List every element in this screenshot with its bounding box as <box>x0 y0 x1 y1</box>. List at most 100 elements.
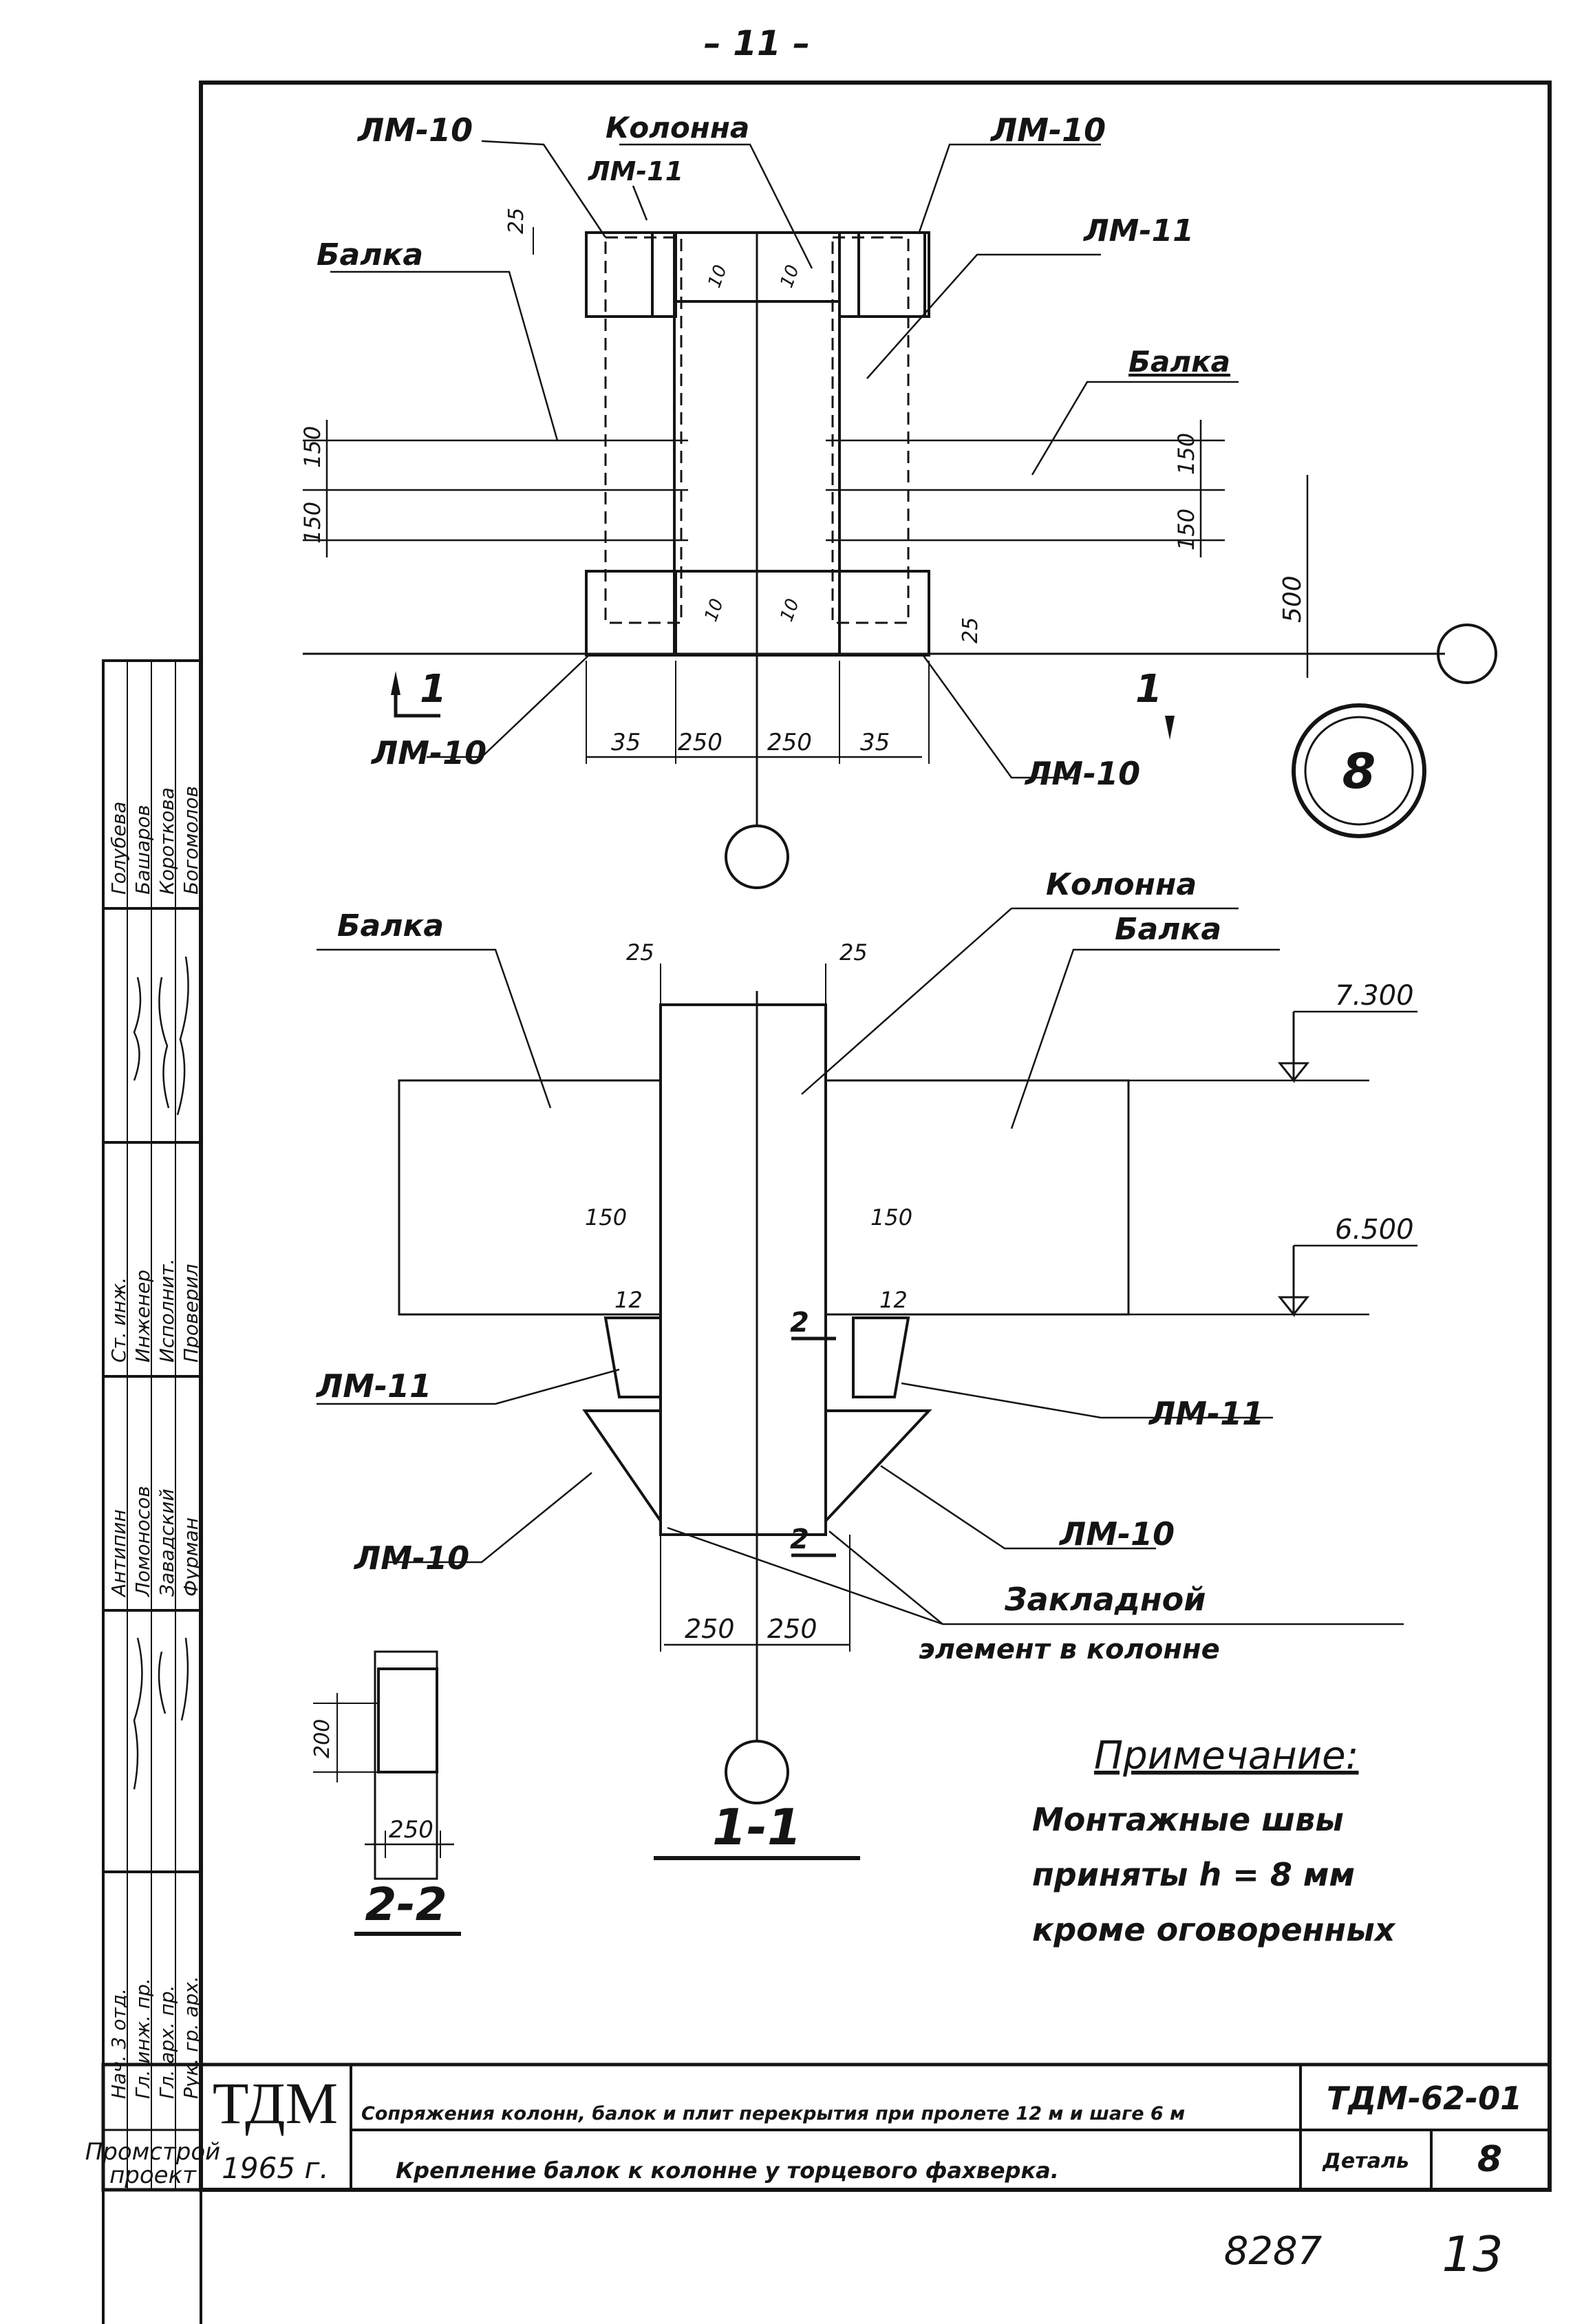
dim-150-left-elev: 150 <box>585 1204 627 1230</box>
dim-35-right: 35 <box>860 729 890 756</box>
section-title-2-2: 2-2 <box>365 1878 447 1931</box>
stamp-role-4: Рук. гр. арх. <box>180 1976 202 2099</box>
dim-25-right-elev: 25 <box>839 939 868 966</box>
dim-150-right-elev: 150 <box>870 1204 912 1230</box>
dim-200-2-2: 200 <box>310 1719 334 1758</box>
stamp-name-8: Богомолов <box>180 786 202 895</box>
weld-10-d: 10 <box>776 596 804 624</box>
cut-mark-2-top: 2 <box>790 1307 809 1339</box>
section-title-1-1: 1-1 <box>712 1798 802 1856</box>
stamp-name-2: Ломоносов <box>131 1486 154 1597</box>
dim-250-left-elev: 250 <box>685 1614 735 1644</box>
axis-bubble-section <box>725 1740 789 1804</box>
note-block: Примечание: Монтажные швы приняты h = 8 … <box>1032 1734 1396 1948</box>
label-column-plan: Колонна <box>606 111 749 145</box>
page-number: – 11 – <box>704 23 810 63</box>
console-lm11-right <box>852 1316 910 1398</box>
plate-lm10-bottom-right <box>838 570 930 657</box>
note-line-3: кроме оговоренных <box>1032 1911 1396 1948</box>
note-title: Примечание: <box>1094 1734 1358 1778</box>
weld-10-a: 10 <box>704 262 731 290</box>
dim-12-right-elev: 12 <box>879 1287 908 1313</box>
detail-label: Деталь <box>1322 2149 1409 2173</box>
console-lm11-left <box>603 1316 662 1398</box>
label-lm11-left-elev: ЛМ-11 <box>315 1367 431 1405</box>
embed-plate-2-2 <box>377 1667 438 1773</box>
stamp-role-1: Нач. 3 отд. <box>107 1988 130 2099</box>
dim-150-d: 150 <box>1173 509 1199 551</box>
stamp-name-1: Антипин <box>107 1509 130 1598</box>
plan-view: 8 ЛМ-10 Колонна ЛМ-11 ЛМ-10 Балка ЛМ-11 … <box>299 111 1497 889</box>
stamp-role-8: Проверил <box>180 1264 202 1363</box>
stamp-name-5: Голубева <box>107 802 130 895</box>
stamp-name-7: Короткова <box>156 787 178 895</box>
label-lm11-right: ЛМ-11 <box>1082 213 1194 248</box>
note-line-1: Монтажные швы <box>1032 1801 1344 1838</box>
section-2-2: 200 250 2-2 <box>310 1650 461 1936</box>
org-name-2: проект <box>109 2162 197 2189</box>
dim-35-left: 35 <box>611 729 641 756</box>
dim-25-top: 25 <box>504 208 528 234</box>
dim-150-b: 150 <box>299 502 325 544</box>
label-lm10-top-right: ЛМ-10 <box>989 111 1106 149</box>
level-6500: 6.500 <box>1335 1214 1414 1246</box>
stamp-role-5: Ст. инж. <box>107 1277 130 1363</box>
plate-lm10-top-left <box>585 231 654 318</box>
side-stamp: Нач. 3 отд. Гл. инж. пр. Гл. арх. пр. Ру… <box>102 659 202 2324</box>
label-lm10-right-elev: ЛМ-10 <box>1058 1515 1175 1553</box>
dim-250-2-2: 250 <box>389 1816 434 1844</box>
stamp-role-2: Гл. инж. пр. <box>131 1978 154 2099</box>
drawing-code: ТДМ-62-01 <box>1327 2080 1522 2117</box>
stamp-name-6: Башаров <box>131 804 154 895</box>
label-lm10-bottom-left: ЛМ-10 <box>370 734 486 771</box>
axis-bubble-plan <box>725 824 789 889</box>
label-column-elev: Колонна <box>1046 867 1197 902</box>
label-beam-left-plan: Балка <box>317 237 423 273</box>
note-line-2: приняты h = 8 мм <box>1032 1856 1355 1893</box>
section-mark-left: 1 <box>420 667 447 712</box>
dim-250-left: 250 <box>678 729 723 756</box>
label-lm10-bottom-right: ЛМ-10 <box>1024 755 1140 792</box>
dim-150-a: 150 <box>299 426 325 468</box>
console-lm10-left <box>582 1409 662 1526</box>
dim-150-c: 150 <box>1173 433 1199 475</box>
label-lm11-right-elev: ЛМ-11 <box>1148 1395 1264 1432</box>
dim-25-left-elev: 25 <box>626 939 654 966</box>
column-elevation <box>659 1003 827 1536</box>
weld-10-b: 10 <box>776 262 804 290</box>
drawing-title: Крепление балок к колонне у торцевого фа… <box>396 2157 1059 2184</box>
dim-25-bottom: 25 <box>959 617 983 643</box>
label-embed-2: элемент в колонне <box>919 1634 1220 1665</box>
detail-number: 8 <box>1342 743 1376 800</box>
plate-lm10-bottom-left <box>585 570 677 657</box>
title-detail-number: 8 <box>1477 2139 1502 2180</box>
stamp-role-3: Гл. арх. пр. <box>156 1985 178 2099</box>
label-beam-right-elev: Балка <box>1115 912 1221 947</box>
plate-lm10-top-right <box>857 231 926 318</box>
label-lm10-top-left: ЛМ-10 <box>356 111 473 149</box>
stamp-role-6: Инженер <box>131 1270 154 1363</box>
detail-number-circle <box>1292 703 1426 838</box>
console-lm10-right <box>824 1409 932 1525</box>
label-lm10-left-elev: ЛМ-10 <box>353 1539 469 1577</box>
org-name-1: Промстрой <box>85 2138 221 2166</box>
axis-bubble-right <box>1437 623 1497 684</box>
section-mark-right: 1 <box>1135 667 1162 712</box>
sheet-number: 13 <box>1442 2226 1503 2283</box>
tdm-logo: ТДМ <box>213 2070 338 2136</box>
stamp-name-4: Фурман <box>180 1517 202 1597</box>
label-embed-1: Закладной <box>1004 1581 1206 1618</box>
archive-number: 8287 <box>1224 2229 1323 2274</box>
label-beam-left-elev: Балка <box>337 908 444 944</box>
dim-500: 500 <box>1278 575 1307 623</box>
label-lm11-top: ЛМ-11 <box>588 156 683 186</box>
dim-12-left-elev: 12 <box>614 1287 643 1313</box>
cut-mark-2-bottom: 2 <box>790 1524 809 1555</box>
weld-10-c: 10 <box>700 596 728 624</box>
level-7300: 7.300 <box>1335 980 1414 1012</box>
stamp-role-7: Исполнит. <box>156 1259 178 1363</box>
title-block: Промстрой проект ТДМ 1965 г. Сопряжения … <box>85 2062 1552 2192</box>
label-beam-right-plan: Балка <box>1128 345 1230 379</box>
stamp-name-3: Завадский <box>156 1489 178 1597</box>
